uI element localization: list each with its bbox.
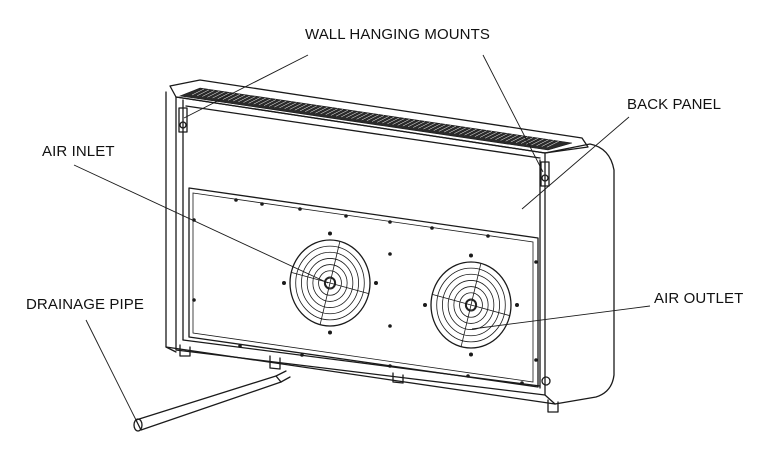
feet — [179, 344, 559, 413]
unit-body — [165, 91, 615, 405]
top-grille — [169, 79, 589, 154]
label-wall-hanging-mounts: WALL HANGING MOUNTS — [305, 26, 490, 43]
air-outlet-fan — [423, 253, 519, 357]
drainage-pipe — [133, 370, 291, 432]
label-air-outlet: AIR OUTLET — [654, 290, 744, 307]
leader-lines — [73, 54, 651, 421]
label-back-panel: BACK PANEL — [627, 96, 722, 113]
label-air-inlet: AIR INLET — [42, 143, 115, 160]
label-drainage-pipe: DRAINAGE PIPE — [26, 296, 144, 313]
air-inlet-fan — [282, 231, 378, 335]
wall-hanging-mount-left — [178, 107, 188, 133]
inner-panel — [188, 187, 539, 388]
